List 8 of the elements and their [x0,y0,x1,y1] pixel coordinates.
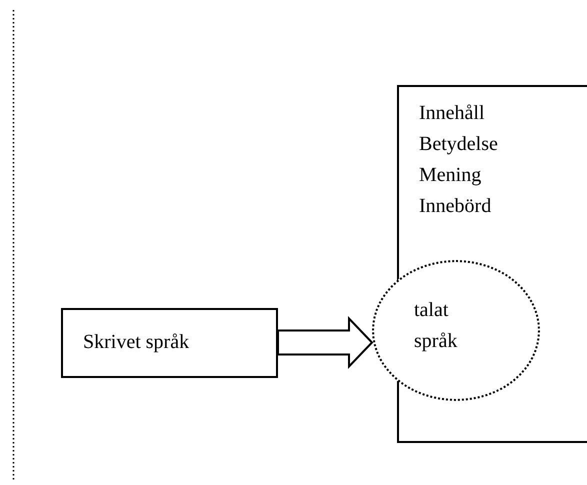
node-text: Innebörd [419,194,492,219]
process-box [61,308,278,378]
node-text: Innehåll [419,101,485,126]
node-text: Mening [419,163,482,188]
node-text: Skrivet språk [83,330,190,355]
node-text: talat språk [414,298,458,354]
block-arrow [277,316,374,369]
node-text: Betydelse [419,132,498,157]
